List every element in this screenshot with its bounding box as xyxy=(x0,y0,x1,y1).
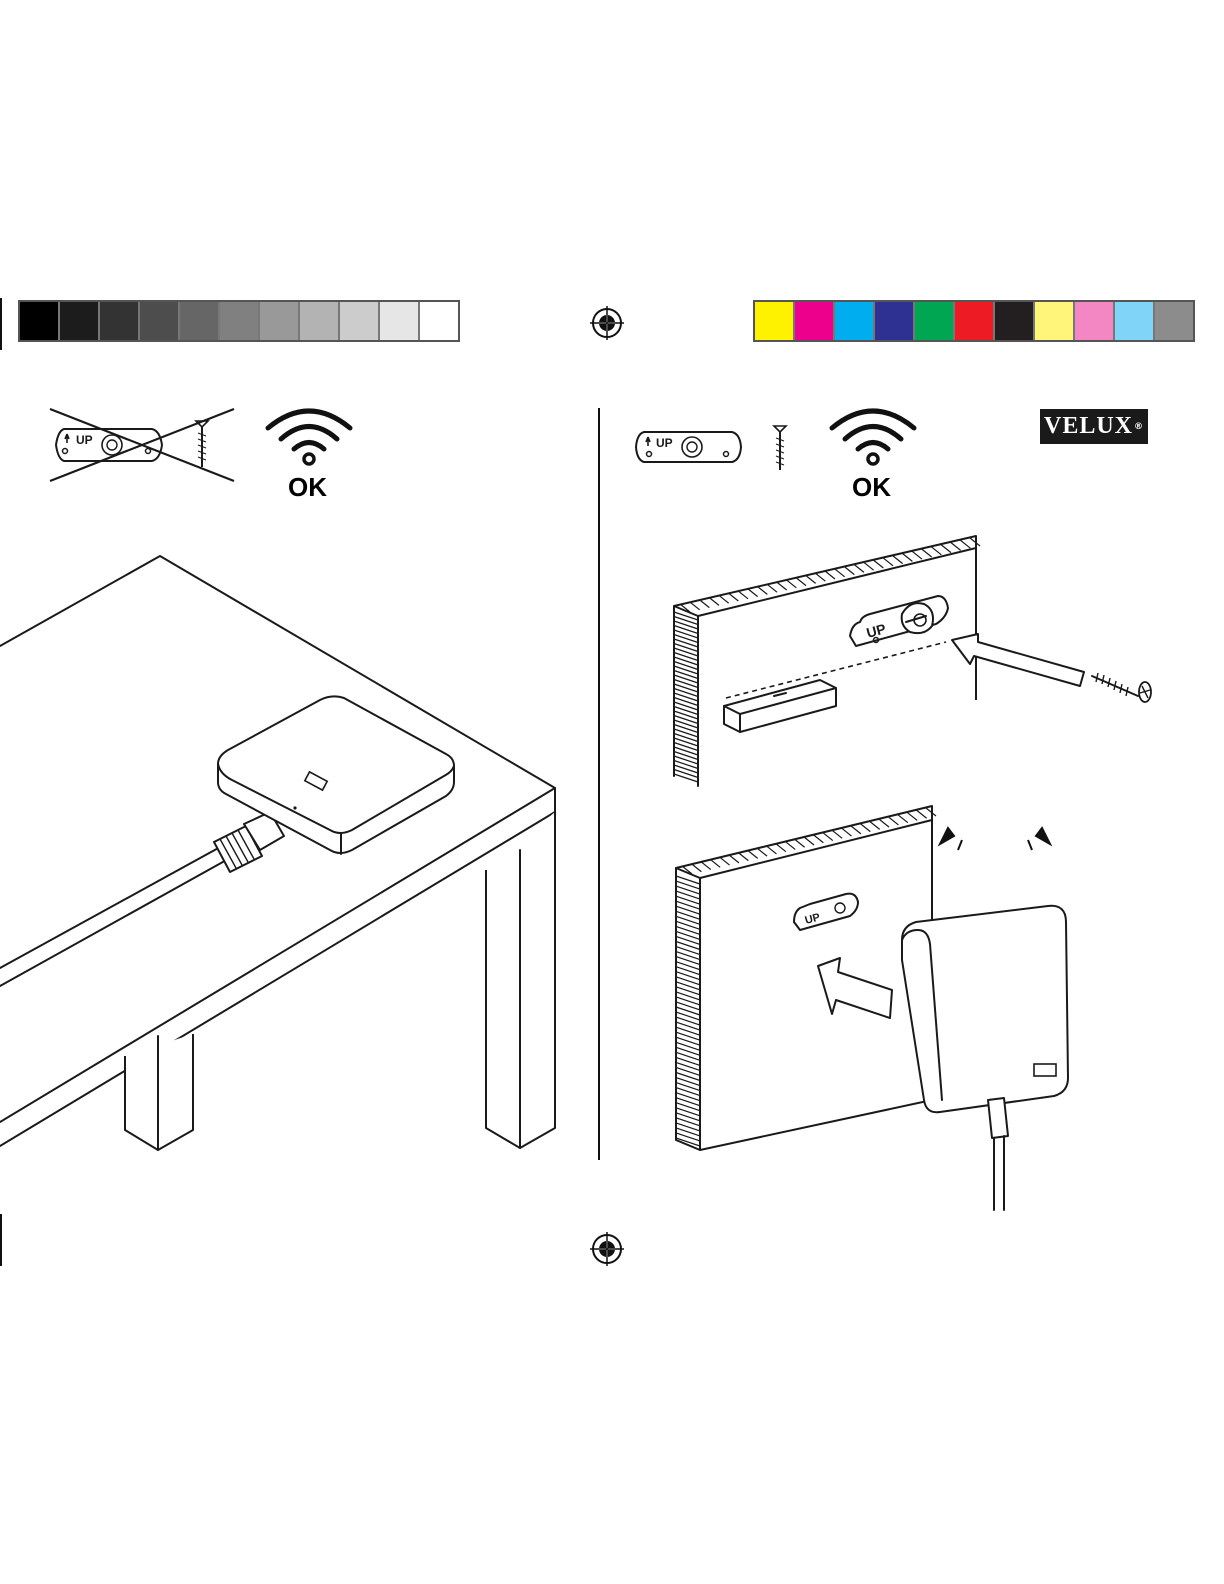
process-color-swatch xyxy=(955,302,995,340)
process-color-bar xyxy=(753,300,1195,342)
screw-icon xyxy=(1092,673,1151,702)
process-color-swatch xyxy=(755,302,795,340)
table-placement-illustration xyxy=(0,550,600,1160)
grayscale-swatch xyxy=(20,302,60,340)
svg-text:UP: UP xyxy=(656,436,673,450)
process-color-swatch xyxy=(1035,302,1075,340)
process-color-swatch xyxy=(875,302,915,340)
process-color-swatch xyxy=(1155,302,1193,340)
grayscale-color-bar xyxy=(18,300,460,342)
screw-icon xyxy=(772,424,788,472)
wall-bracket-icon: UP xyxy=(634,428,744,466)
crop-mark-bottom-left xyxy=(0,1214,2,1266)
registration-mark-icon xyxy=(590,1232,624,1266)
wifi-signal-icon xyxy=(264,404,354,464)
wifi-signal-icon xyxy=(828,404,918,464)
process-color-swatch xyxy=(1115,302,1155,340)
process-color-swatch xyxy=(915,302,955,340)
wall-bracket-icon: UP xyxy=(56,429,162,461)
screw-icon xyxy=(196,421,208,467)
grayscale-swatch xyxy=(340,302,380,340)
grayscale-swatch xyxy=(180,302,220,340)
grayscale-swatch xyxy=(420,302,458,340)
panel-divider xyxy=(598,408,600,1160)
process-color-swatch xyxy=(1075,302,1115,340)
gateway-wall-hanging-illustration: UP xyxy=(670,800,1090,1220)
grayscale-swatch xyxy=(300,302,340,340)
grayscale-swatch xyxy=(260,302,300,340)
grayscale-swatch xyxy=(60,302,100,340)
grayscale-swatch xyxy=(380,302,420,340)
process-color-swatch xyxy=(835,302,875,340)
registration-mark-icon xyxy=(590,306,624,340)
ethernet-plug xyxy=(214,812,284,872)
gateway-box xyxy=(902,906,1068,1210)
signal-ok-label: OK xyxy=(852,472,891,503)
grayscale-swatch xyxy=(100,302,140,340)
svg-text:UP: UP xyxy=(76,433,93,447)
crop-mark-top-left xyxy=(0,298,2,350)
wall-mount-crossed-out: UP xyxy=(48,405,238,485)
signal-ok-label: OK xyxy=(288,472,327,503)
process-color-swatch xyxy=(795,302,835,340)
grayscale-swatch xyxy=(220,302,260,340)
velux-logo: VELUX® xyxy=(1040,409,1148,444)
grayscale-swatch xyxy=(140,302,180,340)
wall-bracket-mounting-illustration: UP xyxy=(670,530,1170,790)
process-color-swatch xyxy=(995,302,1035,340)
